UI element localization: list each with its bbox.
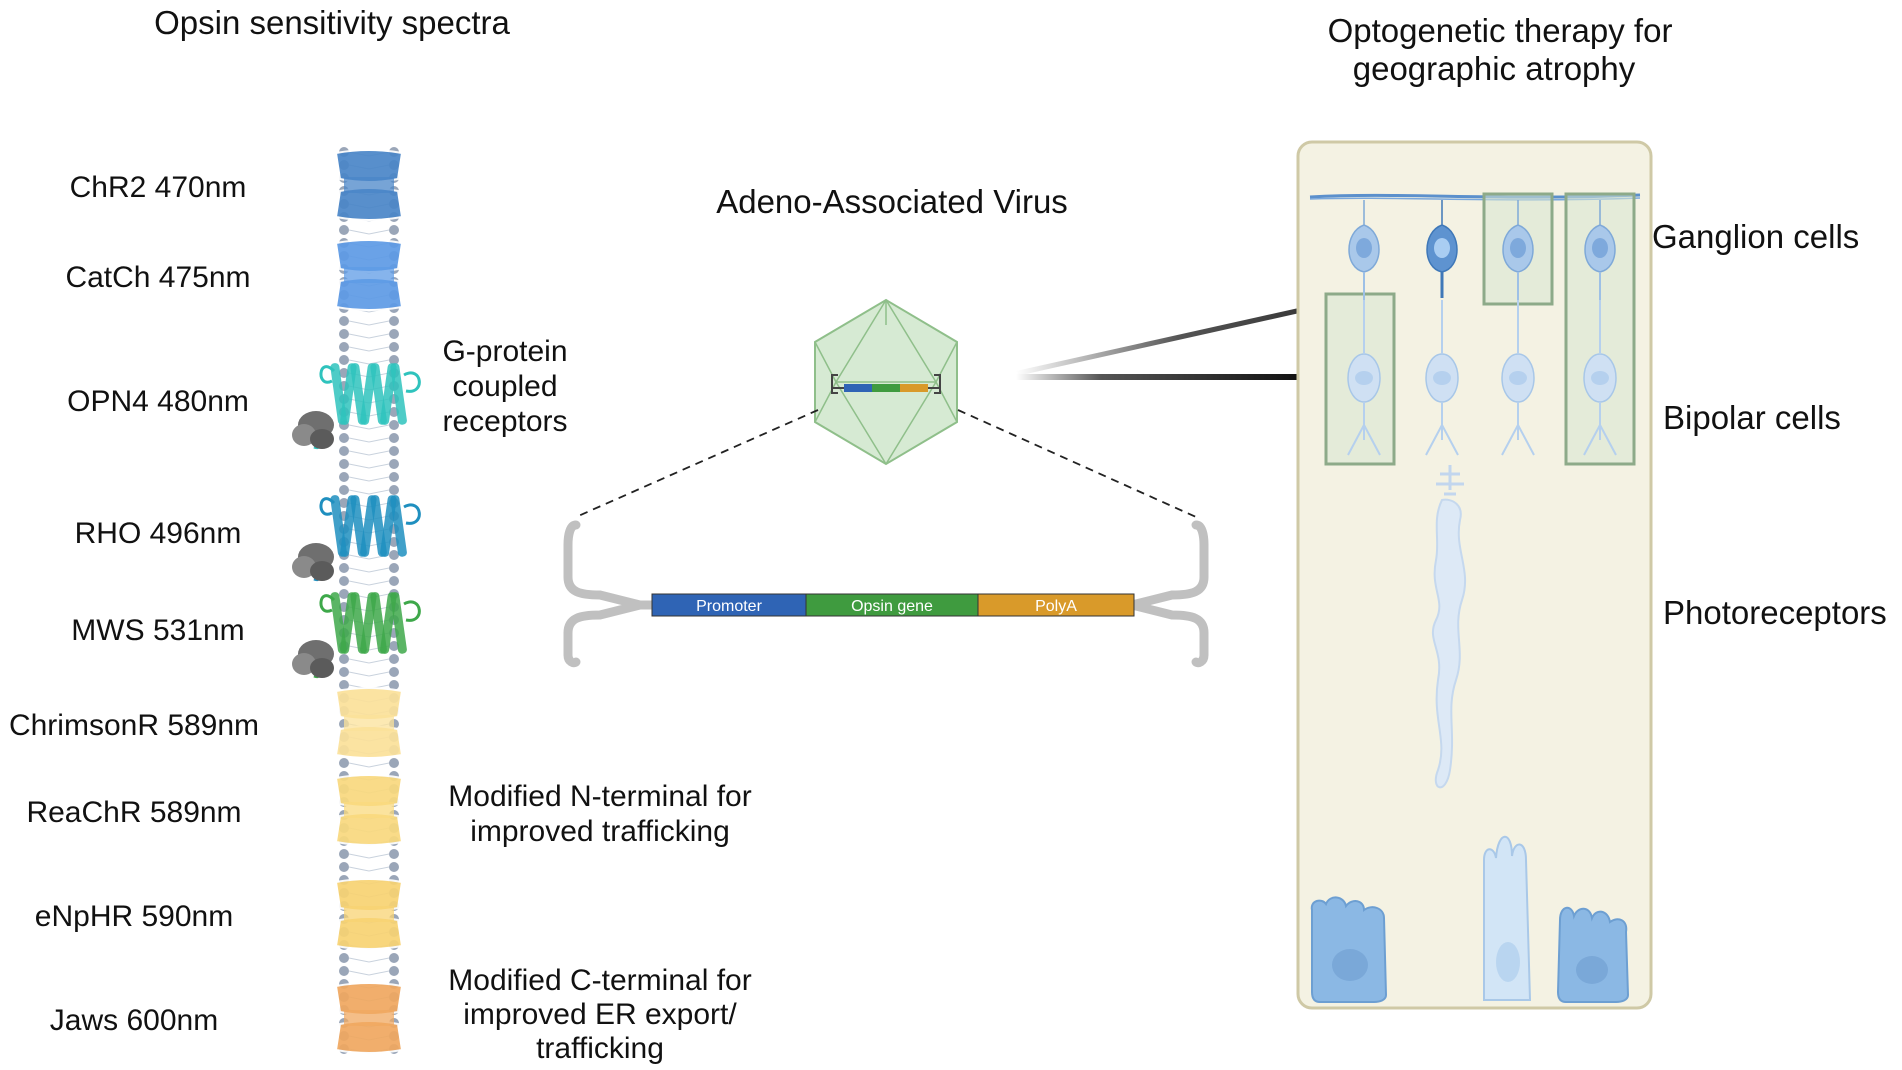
opsin-row: ChrimsonR 589nm bbox=[9, 687, 404, 759]
opsin-label: MWS 531nm bbox=[71, 614, 244, 647]
channel-opsin-icon bbox=[334, 878, 404, 950]
therapy-heading-line1: Optogenetic therapy for bbox=[1328, 12, 1673, 49]
opsin-label: ReaChR 589nm bbox=[26, 796, 241, 829]
g-protein-icon bbox=[292, 543, 334, 581]
opsin-row: eNpHR 590nm bbox=[35, 878, 404, 950]
bipolar-cell-icons bbox=[1347, 300, 1617, 456]
bipolar-cells-label: Bipolar cells bbox=[1663, 399, 1841, 436]
itr-right-icon bbox=[1130, 520, 1209, 668]
photoreceptor-icon bbox=[1431, 465, 1467, 789]
cterm-note: Modified C-terminal for improved ER expo… bbox=[448, 964, 751, 1065]
channel-opsin-icon bbox=[334, 774, 404, 846]
nterm-note-line2: improved trafficking bbox=[470, 815, 730, 848]
gpcr-note-line3: receptors bbox=[442, 405, 567, 438]
virus-heading: Adeno-Associated Virus bbox=[716, 183, 1068, 220]
zoom-line-right bbox=[957, 409, 1197, 518]
arrow-to-bipolar bbox=[1016, 374, 1300, 380]
retina-panel bbox=[1296, 140, 1653, 1010]
nterm-note: Modified N-terminal for improved traffic… bbox=[448, 780, 751, 848]
opsin-row: ReaChR 589nm bbox=[26, 774, 404, 846]
opsin-label: CatCh 475nm bbox=[65, 261, 250, 294]
gpcr-opsin-icon bbox=[313, 495, 421, 582]
channel-opsin-icon bbox=[334, 149, 404, 221]
opsin-label: ChrimsonR 589nm bbox=[9, 709, 259, 742]
gpcr-opsin-icon bbox=[313, 592, 421, 679]
cassette-segments: Promoter Opsin gene PolyA bbox=[651, 593, 1135, 617]
cassette-segment: PolyA bbox=[977, 593, 1135, 617]
g-protein-icon bbox=[292, 411, 334, 449]
therapy-heading-line2: geographic atrophy bbox=[1353, 50, 1636, 87]
cassette-segment-label: Promoter bbox=[696, 598, 762, 615]
itr-left-icon bbox=[563, 520, 642, 668]
opsin-row: RHO 496nm bbox=[75, 495, 421, 582]
aav-genome-cassette: Promoter Opsin gene PolyA bbox=[563, 520, 1209, 668]
opsin-row: OPN4 480nm bbox=[67, 363, 421, 450]
opsin-row: Jaws 600nm bbox=[50, 982, 404, 1054]
cterm-note-line2: improved ER export/ bbox=[463, 998, 737, 1031]
opsin-label: eNpHR 590nm bbox=[35, 900, 233, 933]
cassette-segment-label: Opsin gene bbox=[851, 598, 933, 615]
zoom-line-left bbox=[575, 409, 819, 518]
gpcr-note-line2: coupled bbox=[452, 370, 557, 403]
photoreceptors-label: Photoreceptors bbox=[1663, 594, 1887, 631]
gpcr-note-line1: G-protein bbox=[442, 335, 567, 368]
opsin-label: OPN4 480nm bbox=[67, 385, 249, 418]
opsin-label: RHO 496nm bbox=[75, 517, 242, 550]
cassette-segment: Promoter bbox=[651, 593, 807, 617]
cassette-segment-label: PolyA bbox=[1035, 598, 1077, 615]
cterm-note-line3: trafficking bbox=[536, 1032, 664, 1065]
opsin-row: CatCh 475nm bbox=[65, 239, 404, 311]
ganglion-cell-icons bbox=[1348, 200, 1616, 300]
ganglion-cells-label: Ganglion cells bbox=[1652, 218, 1859, 255]
opsin-row: ChR2 470nm bbox=[70, 149, 404, 221]
gpcr-note: G-protein coupled receptors bbox=[442, 335, 567, 438]
aav-capsid-icon bbox=[814, 298, 958, 466]
nterm-note-line1: Modified N-terminal for bbox=[448, 780, 751, 813]
channel-opsin-icon bbox=[334, 239, 404, 311]
opsin-label: ChR2 470nm bbox=[70, 171, 247, 204]
channel-opsin-icon bbox=[334, 687, 404, 759]
opsin-label: Jaws 600nm bbox=[50, 1004, 218, 1037]
opsin-row: MWS 531nm bbox=[71, 592, 421, 679]
spectra-heading: Opsin sensitivity spectra bbox=[154, 4, 510, 41]
rpe-cell-icons bbox=[1310, 835, 1630, 1003]
gpcr-opsin-icon bbox=[313, 363, 421, 450]
g-protein-icon bbox=[292, 640, 334, 678]
channel-opsin-icon bbox=[334, 982, 404, 1054]
cassette-segment: Opsin gene bbox=[805, 593, 979, 617]
cterm-note-line1: Modified C-terminal for bbox=[448, 964, 751, 997]
